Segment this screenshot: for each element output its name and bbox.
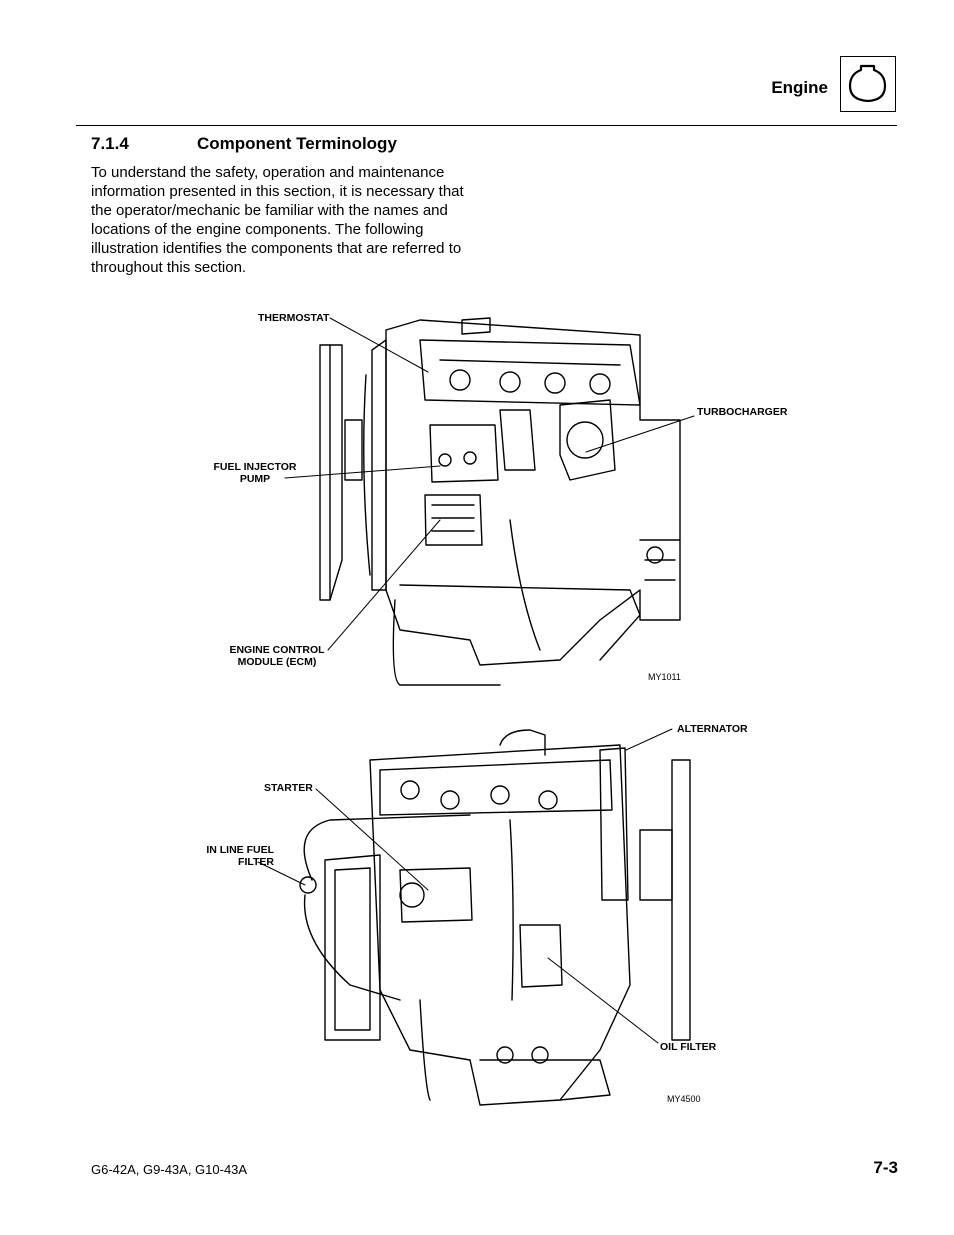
label-in-line-fuel-filter: IN LINE FUEL FILTER: [180, 844, 274, 868]
label-ecm-line1: ENGINE CONTROL: [229, 644, 325, 656]
section-heading: 7.1.4 Component Terminology: [91, 134, 397, 154]
label-turbocharger: TURBOCHARGER: [697, 406, 788, 418]
section-number: 7.1.4: [91, 134, 129, 153]
label-oil-filter: OIL FILTER: [660, 1041, 717, 1053]
intro-paragraph: To understand the safety, operation and …: [91, 164, 464, 276]
label-in-line-fuel-filter-line1: IN LINE FUEL: [206, 844, 274, 856]
figure-id-bottom: MY4500: [667, 1094, 701, 1104]
label-alternator: ALTERNATOR: [677, 723, 748, 735]
label-fuel-injector-pump: FUEL INJECTOR PUMP: [205, 461, 305, 485]
label-ecm: ENGINE CONTROL MODULE (ECM): [222, 644, 332, 668]
label-thermostat: THERMOSTAT: [258, 312, 330, 324]
section-title: Component Terminology: [197, 134, 397, 153]
label-fuel-injector-pump-line2: PUMP: [239, 473, 271, 485]
footer-models: G6-42A, G9-43A, G10-43A: [91, 1162, 248, 1177]
label-starter: STARTER: [264, 782, 313, 794]
label-fuel-injector-pump-line1: FUEL INJECTOR: [213, 461, 297, 473]
figure-id-top: MY1011: [648, 672, 681, 682]
chapter-title: Engine: [771, 78, 828, 97]
page-number: 7-3: [873, 1158, 898, 1177]
engine-outline-icon: [840, 56, 896, 112]
label-in-line-fuel-filter-line2: FILTER: [238, 856, 274, 868]
header-divider: [76, 125, 897, 126]
label-ecm-line2: MODULE (ECM): [237, 656, 317, 668]
